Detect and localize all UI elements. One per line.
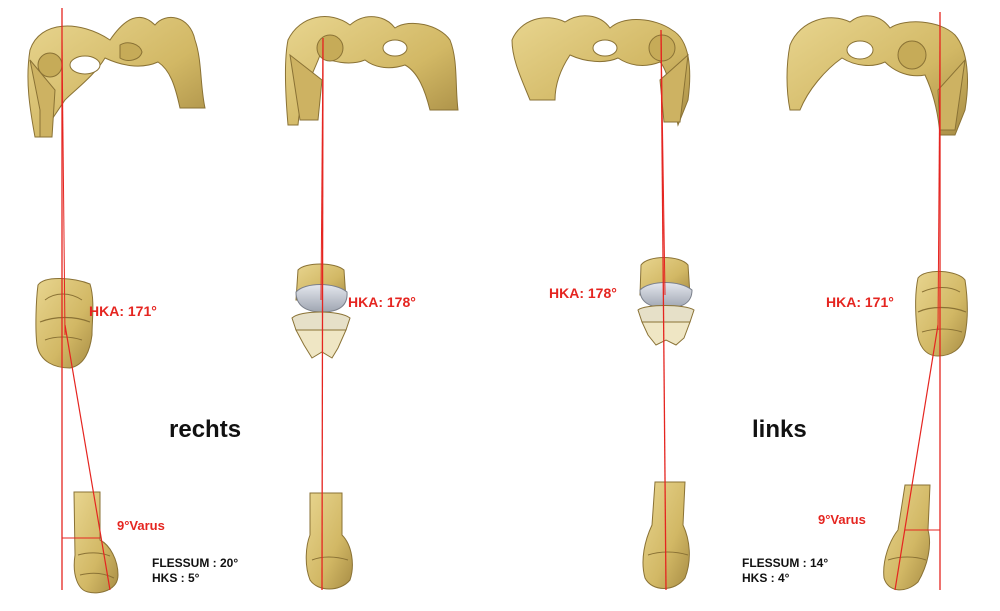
panel-left-postop [511,15,695,591]
hks-label-left: HKS : 4° [742,571,790,585]
panel-left-preop [786,12,969,591]
flessum-label-right: FLESSUM : 20° [152,556,239,570]
panel-right-preop [27,8,206,594]
knee-4 [915,271,968,357]
pelvis-1 [27,16,206,138]
side-label-left: links [752,416,807,443]
ankle-4 [883,484,931,591]
hks-label-right: HKS : 5° [152,571,200,585]
pelvis-2 [284,16,459,126]
hka-label-left-postop: HKA: 178° [549,285,617,301]
pelvis-3 [511,15,691,127]
panel-right-postop [284,16,459,591]
hka-label-right-preop: HKA: 171° [89,303,157,319]
knee-implant-3 [637,257,695,346]
ankle-1 [73,491,119,594]
side-label-right: rechts [169,416,242,443]
varus-label-left: 9°Varus [818,512,866,527]
hka-label-left-preop: HKA: 171° [826,294,894,310]
varus-label-right: 9°Varus [117,518,165,533]
flessum-label-left: FLESSUM : 14° [742,556,829,570]
pelvis-4 [786,15,969,136]
hka-label-right-postop: HKA: 178° [348,294,416,310]
ankle-2 [305,492,353,590]
